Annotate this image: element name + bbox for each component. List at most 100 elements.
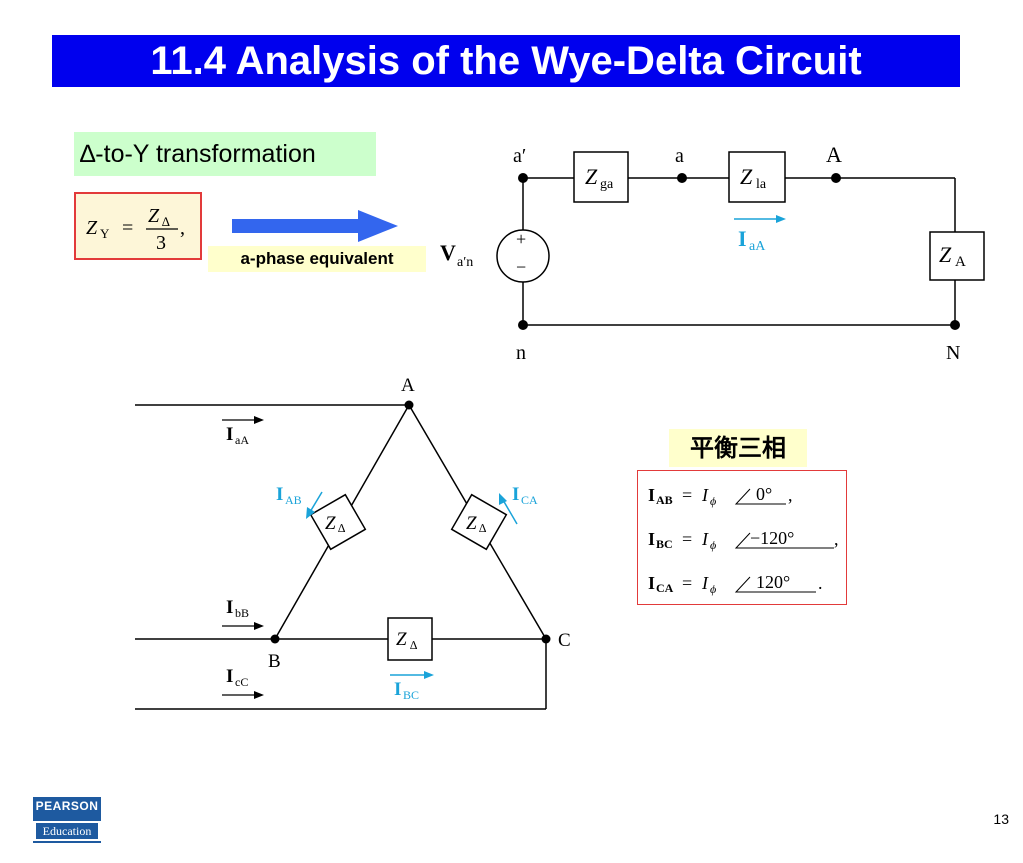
z-la-label: Z <box>740 164 753 189</box>
i-CA-sub: CA <box>521 493 538 507</box>
logo-bottom-text: Education <box>36 823 98 839</box>
i-aA-sub: aA <box>235 433 249 447</box>
eq-ca-name: I <box>648 573 655 593</box>
i-BC-arrow <box>390 671 434 679</box>
slide-title: 11.4 Analysis of the Wye-Delta Circuit <box>52 35 960 87</box>
i-aA-sub: aA <box>749 239 766 254</box>
phase-current-ca: I CA = I ϕ 120° . <box>648 572 823 596</box>
node-A-label: A <box>401 375 415 396</box>
balanced-label: 平衡三相 <box>669 429 807 467</box>
source-label: V <box>440 240 456 265</box>
i-cC-arrow <box>222 691 264 699</box>
eq-bc-sub: BC <box>656 537 673 551</box>
eq-ab-tail: , <box>788 485 793 505</box>
eq-bc-angle: −120° <box>750 528 794 548</box>
i-BC-label: I <box>394 679 401 700</box>
eq-ca-sub: CA <box>656 581 674 595</box>
formula-num-sub: ∆ <box>162 214 170 229</box>
source-sub: a′n <box>457 255 473 270</box>
eq-ca-tail: . <box>818 573 823 593</box>
node-B-label: B <box>268 651 281 672</box>
eq-ca-eq: = <box>682 573 692 593</box>
eq-bc-name: I <box>648 529 655 549</box>
node-a-prime-label: a′ <box>513 145 526 167</box>
source-minus: − <box>516 257 526 277</box>
angle-bc-icon <box>734 532 834 549</box>
transform-label: ∆-to-Y transformation <box>74 132 376 176</box>
eq-ab-angle: 0° <box>756 484 772 504</box>
pearson-logo: PEARSON Education <box>33 797 101 843</box>
phase-currents: I AB = I ϕ 0° , I BC = I ϕ −120° , I CA … <box>648 484 839 596</box>
node-a-label: a <box>675 145 684 167</box>
z-delta-ca: Z ∆ <box>450 493 508 551</box>
arrow-label: a-phase equivalent <box>208 246 426 272</box>
z-ab-label: Z <box>325 513 336 534</box>
i-AB-sub: AB <box>285 493 302 507</box>
angle-ab-icon <box>734 488 786 505</box>
eq-bc-eq: = <box>682 529 692 549</box>
z-ca-label: Z <box>466 513 477 534</box>
node-C-label: C <box>558 630 571 651</box>
node-A-dot <box>404 400 414 410</box>
zy-formula-box: Z Y = Z ∆ 3 , <box>74 192 202 260</box>
eq-ab-name: I <box>648 485 655 505</box>
z-A-sub: A <box>955 254 966 270</box>
i-aA-arrow-head <box>776 215 786 223</box>
i-CA-arrow <box>499 493 518 525</box>
eq-ab-mag-sub: ϕ <box>710 494 716 508</box>
phase-current-ab: I AB = I ϕ 0° , <box>648 484 793 508</box>
eq-ca-angle: 120° <box>756 572 790 592</box>
z-delta-bc <box>387 617 433 661</box>
page-number: 13 <box>993 811 1009 827</box>
z-A-label: Z <box>939 242 952 267</box>
eq-bc-tail: , <box>834 529 839 549</box>
a-phase-circuit: a′ a A n N Z ga Z la Z A + − V a′n I aA <box>440 142 985 364</box>
z-ga-box <box>573 151 629 203</box>
phase-currents-box: I AB = I ϕ 0° , I BC = I ϕ −120° , I CA … <box>637 470 847 605</box>
node-a-dot <box>677 173 687 183</box>
node-B-dot <box>270 634 280 644</box>
formula-num: Z <box>148 205 160 227</box>
eq-ca-mag-sub: ϕ <box>710 582 716 596</box>
i-AB-label: I <box>276 484 283 505</box>
i-aA-label: I <box>226 424 233 445</box>
eq-ca-mag: I <box>701 573 709 593</box>
z-delta-ab: Z ∆ <box>309 493 367 551</box>
arrow-head <box>358 210 398 242</box>
formula-eq: = <box>122 217 133 239</box>
i-AB-arrow <box>306 491 323 519</box>
logo-top-text: PEARSON <box>35 799 99 813</box>
voltage-source <box>496 229 550 283</box>
i-bB-sub: bB <box>235 606 249 620</box>
i-cC-sub: cC <box>235 675 248 689</box>
equivalent-arrow <box>232 210 398 242</box>
i-aA-arrow <box>222 416 264 424</box>
node-N-dot <box>950 320 960 330</box>
z-a-box <box>929 231 985 281</box>
eq-ab-mag: I <box>701 485 709 505</box>
eq-bc-mag: I <box>701 529 709 549</box>
logo-bottom: Education <box>33 821 101 841</box>
eq-bc-mag-sub: ϕ <box>710 538 716 552</box>
node-A-dot <box>831 173 841 183</box>
node-C-dot <box>541 634 551 644</box>
z-bc-sub: ∆ <box>410 638 418 652</box>
i-CA-label: I <box>512 484 519 505</box>
formula-den: 3 <box>156 232 166 254</box>
z-la-box <box>728 151 786 203</box>
zy-formula: Z Y = Z ∆ 3 , <box>86 205 185 254</box>
formula-lhs-sub: Y <box>100 226 110 241</box>
i-cC-label: I <box>226 666 233 687</box>
eq-ab-eq: = <box>682 485 692 505</box>
source-plus: + <box>516 229 526 249</box>
i-BC-sub: BC <box>403 688 419 702</box>
node-a-prime-dot <box>518 173 528 183</box>
i-aA-label: I <box>738 226 747 251</box>
eq-ab-sub: AB <box>656 493 673 507</box>
z-bc-label: Z <box>396 629 407 650</box>
z-ab-sub: ∆ <box>338 521 346 535</box>
z-ga-label: Z <box>585 164 598 189</box>
delta-circuit: Z ∆ Z ∆ Z ∆ A B C I aA I bB I cC I AB I … <box>135 375 571 710</box>
formula-tail: , <box>180 217 185 239</box>
i-bB-label: I <box>226 597 233 618</box>
